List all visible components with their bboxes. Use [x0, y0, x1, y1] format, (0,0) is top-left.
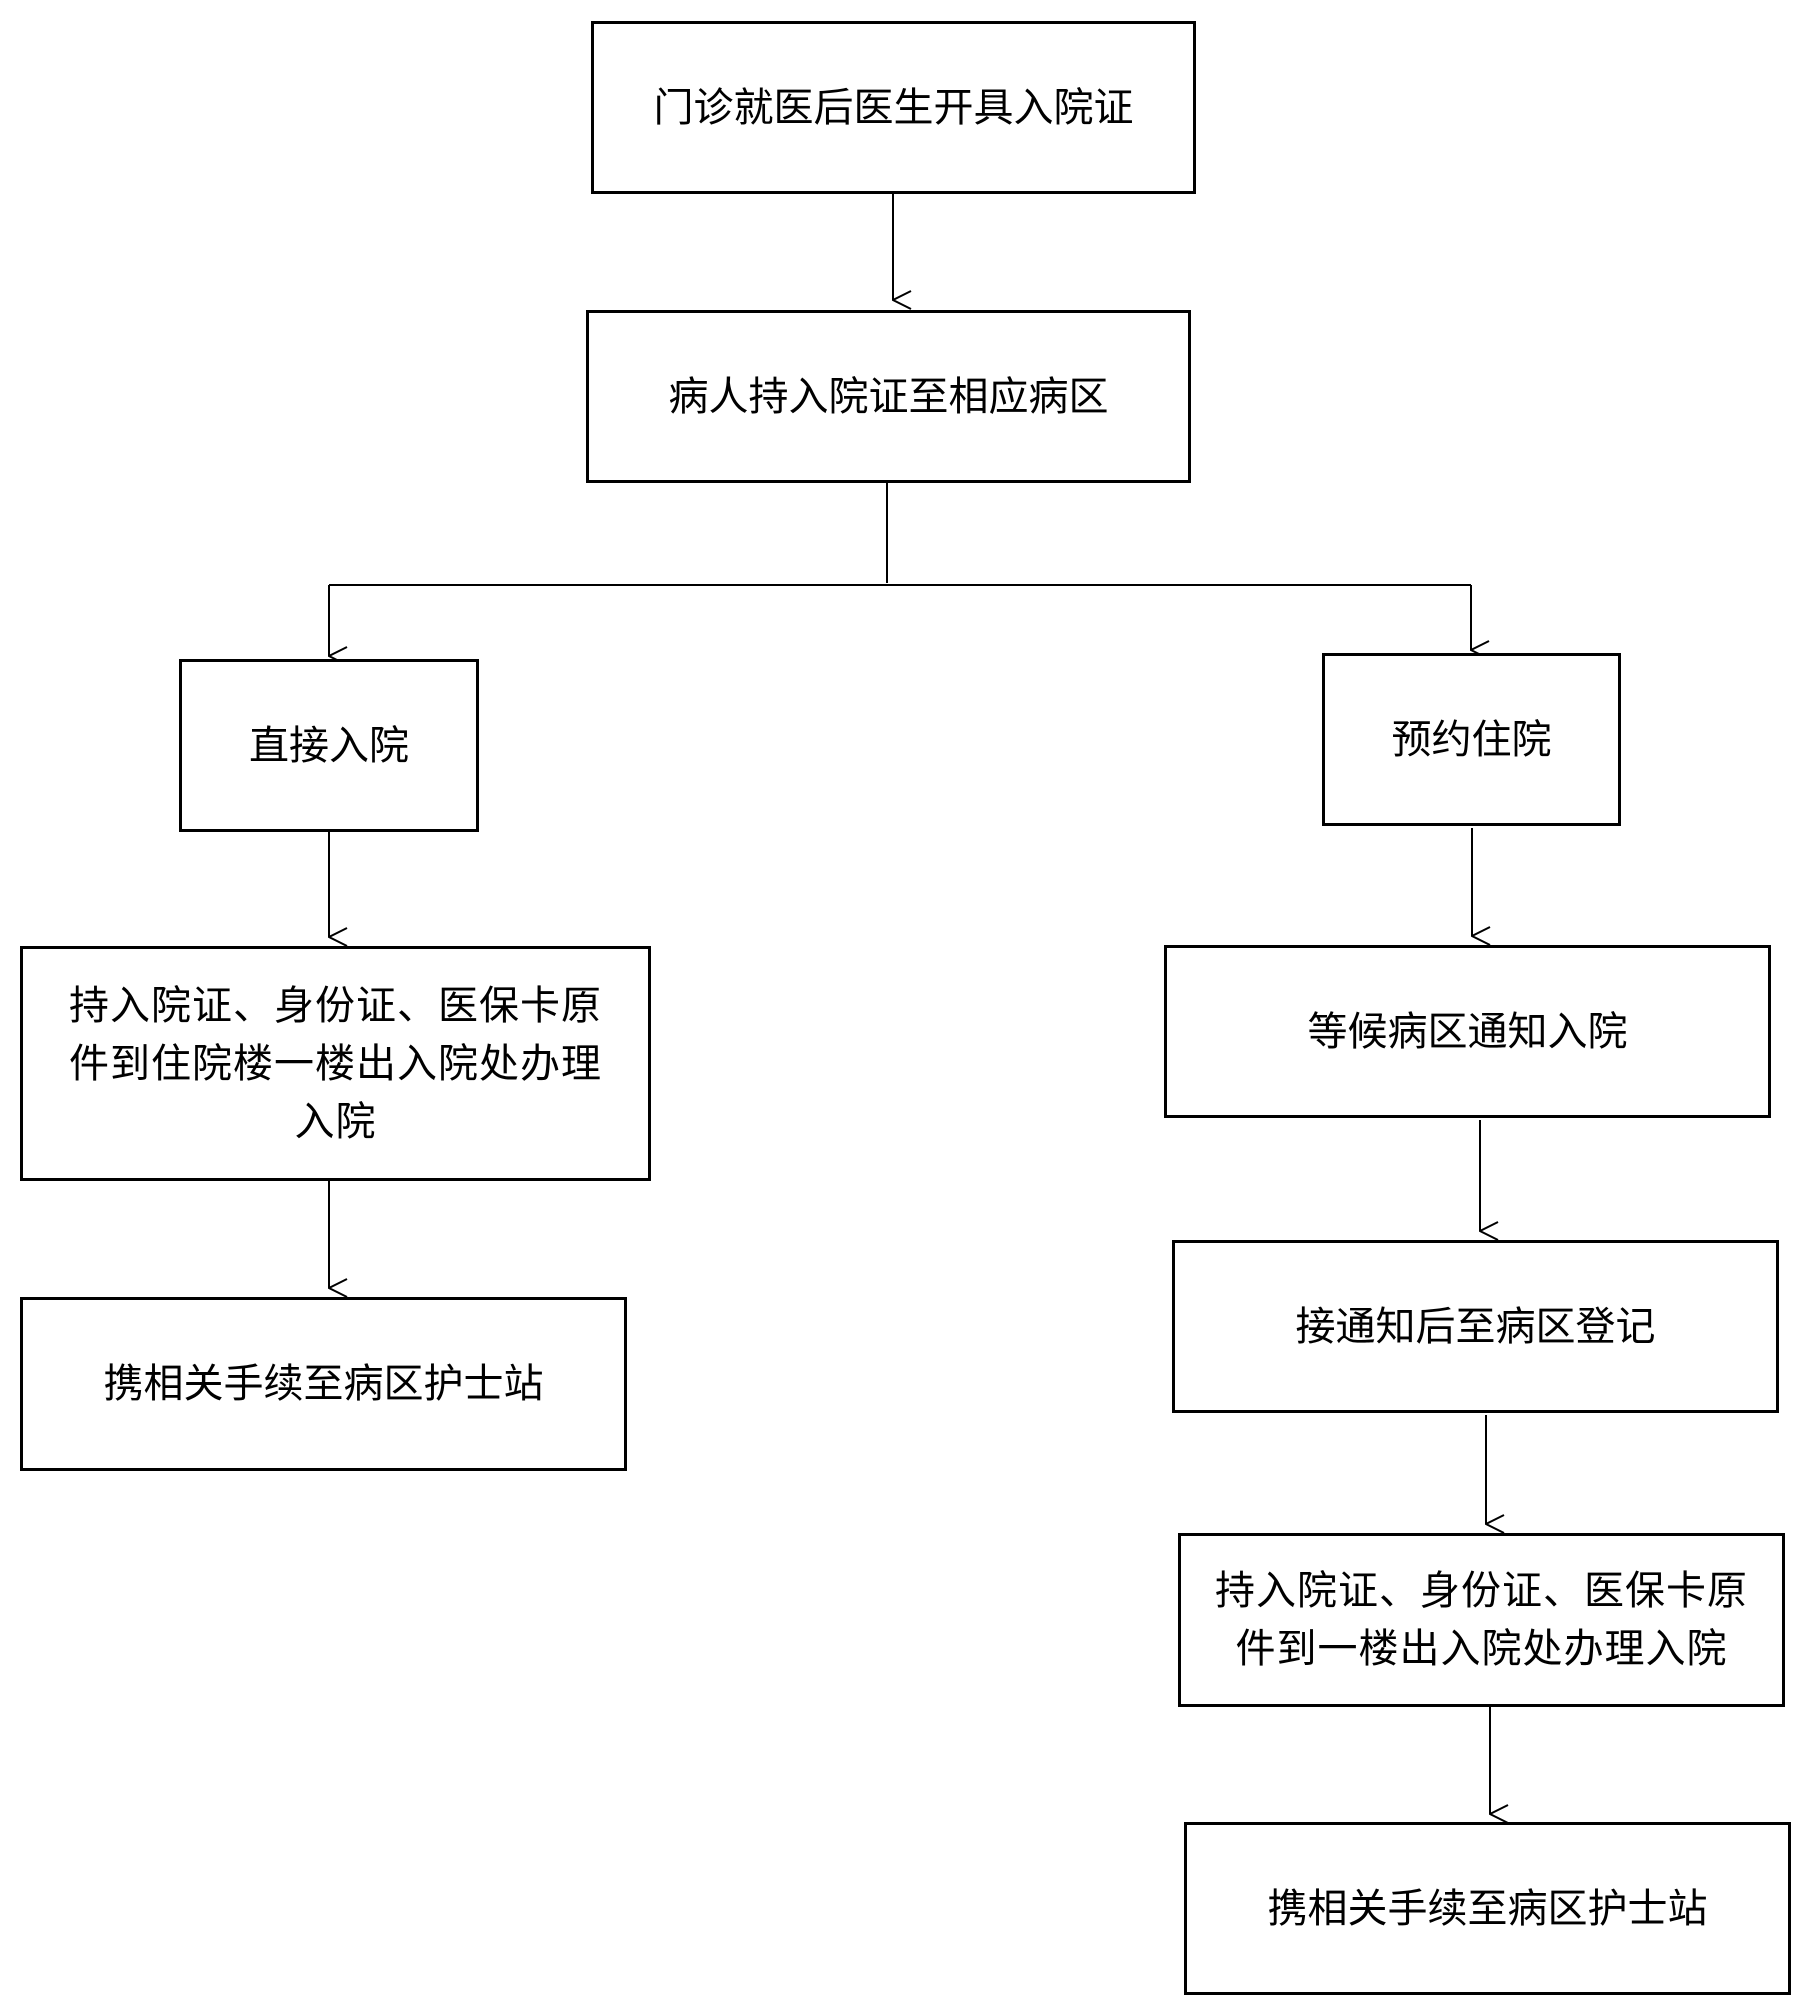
node-reserve-nurse-station-label: 携相关手续至病区护士站 [1267, 1885, 1708, 1932]
node-direct-docs: 持入院证、身份证、医保卡原件到住院楼一楼出入院处办理入院 [20, 946, 651, 1181]
node-reserve-admission-label: 预约住院 [1391, 716, 1552, 763]
node-register-label: 接通知后至病区登记 [1295, 1303, 1656, 1350]
node-to-ward-label: 病人持入院证至相应病区 [668, 373, 1109, 420]
node-reserve-nurse-station: 携相关手续至病区护士站 [1184, 1822, 1791, 1995]
node-reserve-docs-label: 持入院证、身份证、医保卡原件到一楼出入院处办理入院 [1215, 1568, 1748, 1672]
node-direct-docs-label: 持入院证、身份证、医保卡原件到住院楼一楼出入院处办理入院 [69, 982, 602, 1145]
node-direct-admission-label: 直接入院 [249, 722, 409, 769]
node-reserve-admission: 预约住院 [1322, 653, 1621, 826]
node-reserve-docs: 持入院证、身份证、医保卡原件到一楼出入院处办理入院 [1178, 1533, 1785, 1707]
node-wait-notice-label: 等候病区通知入院 [1307, 1008, 1628, 1055]
node-outpatient: 门诊就医后医生开具入院证 [591, 21, 1196, 194]
node-direct-nurse-station-label: 携相关手续至病区护士站 [103, 1361, 544, 1407]
node-register: 接通知后至病区登记 [1172, 1240, 1779, 1413]
node-direct-nurse-station: 携相关手续至病区护士站 [20, 1297, 627, 1471]
node-outpatient-label: 门诊就医后医生开具入院证 [653, 84, 1134, 131]
node-to-ward: 病人持入院证至相应病区 [586, 310, 1191, 483]
node-direct-admission: 直接入院 [179, 659, 479, 832]
node-wait-notice: 等候病区通知入院 [1164, 945, 1771, 1118]
